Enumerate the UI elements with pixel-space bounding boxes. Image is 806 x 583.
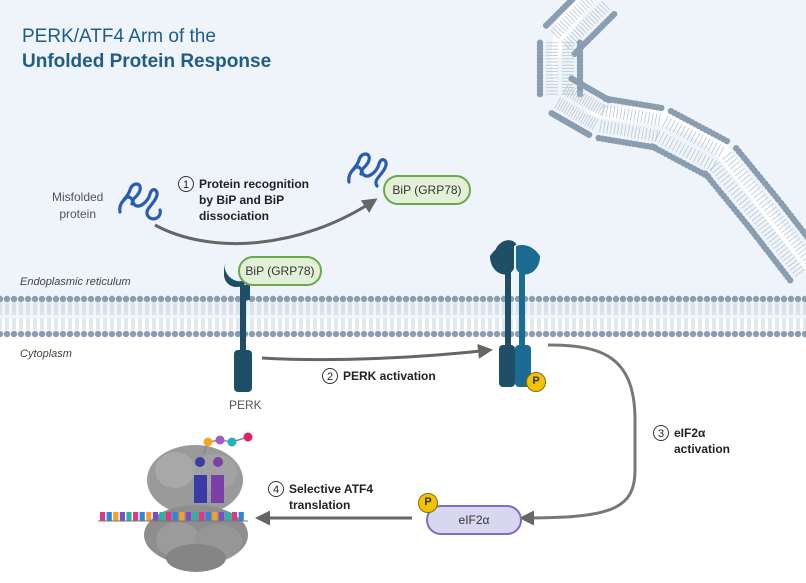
perk-label: PERK xyxy=(229,398,262,412)
step-2-number: 2 xyxy=(322,368,338,384)
perk-inactive xyxy=(224,262,252,392)
step-2-text: PERK activation xyxy=(343,369,436,383)
er-lumen-lower xyxy=(0,0,806,318)
phosphate-eif2a-badge: P xyxy=(418,493,438,513)
page-title-line-2: Unfolded Protein Response xyxy=(22,51,272,72)
step-2: 2 PERK activation xyxy=(322,368,436,384)
perk-active-dimer xyxy=(490,240,540,387)
arrow-step-3 xyxy=(519,343,637,526)
step-1-text: Protein recognition by BiP and BiP disso… xyxy=(199,177,310,223)
step-1-number: 1 xyxy=(178,176,194,192)
protein-bound-icon xyxy=(347,152,388,188)
arrow-step-1 xyxy=(154,198,378,245)
step-4-text: Selective ATF4 translation xyxy=(289,482,374,512)
step-4-number: 4 xyxy=(268,481,284,497)
eif2a-badge: eIF2α xyxy=(426,505,522,535)
bip-free-badge: BiP (GRP78) xyxy=(383,175,471,205)
misfolded-protein-icon xyxy=(118,182,162,221)
step-3: 3 eIF2α activation xyxy=(653,425,730,457)
step-3-text: eIF2α activation xyxy=(674,426,731,456)
er-membrane-curved xyxy=(536,0,806,284)
step-3-number: 3 xyxy=(653,425,669,441)
trna-icon xyxy=(194,457,224,503)
step-1: 1 Protein recognition by BiP and BiP diss… xyxy=(178,176,309,224)
mrna-strand xyxy=(98,512,248,522)
misfolded-protein-label: Misfolded protein xyxy=(52,190,104,221)
phosphate-perk-badge: P xyxy=(526,372,546,392)
step-4: 4 Selective ATF4 translation xyxy=(268,481,373,513)
arrow-step-2 xyxy=(261,343,493,362)
er-membrane xyxy=(0,295,806,338)
er-lumen xyxy=(0,0,806,250)
page-title-line-1: PERK/ATF4 Arm of the xyxy=(22,26,216,47)
peptide-chain xyxy=(202,432,253,456)
bip-bound-badge: BiP (GRP78) xyxy=(238,256,322,286)
cytoplasm-label: Cytoplasm xyxy=(20,348,72,360)
endoplasmic-reticulum-label: Endoplasmic reticulum xyxy=(20,276,131,288)
